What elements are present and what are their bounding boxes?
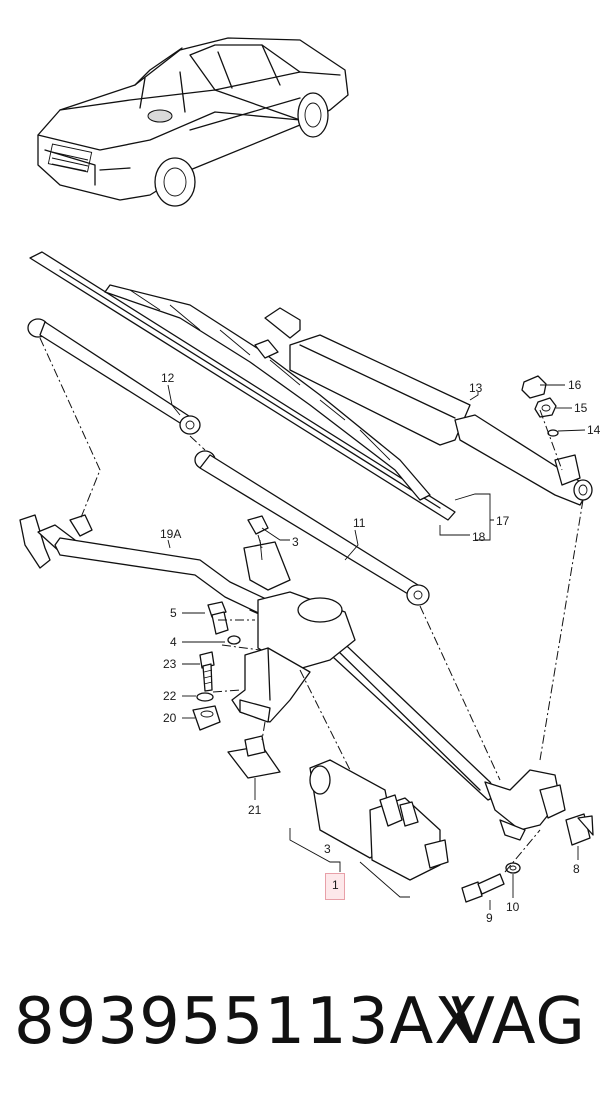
nut-15 — [534, 397, 557, 418]
callout-15: 15 — [574, 401, 588, 415]
callout-21: 21 — [248, 803, 262, 817]
callout-14: 14 — [587, 423, 600, 437]
callout-19a: 19A — [160, 527, 182, 541]
washer-22 — [196, 692, 214, 702]
clip-8 — [565, 813, 594, 846]
callout-3-bottom: 3 — [324, 842, 331, 856]
nut-cap-16 — [521, 375, 547, 399]
part-number: 893955113AX — [14, 985, 480, 1059]
callout-10: 10 — [506, 900, 520, 914]
wiper-frame-19a — [19, 514, 566, 841]
wiper-blade — [29, 251, 456, 521]
callout-5: 5 — [170, 606, 177, 620]
callout-22: 22 — [163, 689, 177, 703]
damper-pad-21 — [227, 735, 281, 779]
wiper-motor-1 — [309, 759, 449, 881]
bolt-23 — [199, 651, 215, 692]
callout-11: 11 — [353, 516, 366, 530]
callout-17: 17 — [496, 514, 510, 528]
link-rod-11 — [194, 450, 430, 606]
highlight-box — [325, 873, 345, 900]
motor-bracket — [231, 591, 356, 723]
callout-20: 20 — [163, 711, 177, 725]
callout-12: 12 — [161, 371, 175, 385]
callout-3-top: 3 — [292, 535, 299, 549]
grommet-20 — [192, 705, 221, 731]
washer-4 — [227, 635, 241, 645]
wiper-arm — [264, 307, 593, 506]
callout-18: 18 — [472, 530, 486, 544]
brand-label: VAG — [451, 985, 586, 1059]
assembly-lines — [39, 337, 584, 873]
leader-lines — [167, 384, 586, 910]
callout-16: 16 — [568, 378, 582, 392]
callout-13: 13 — [469, 381, 483, 395]
callout-8: 8 — [573, 862, 580, 876]
bolt-9 — [461, 873, 505, 903]
callout-1: 1 — [332, 878, 339, 892]
washer-14 — [547, 429, 559, 437]
bolt-5 — [207, 601, 229, 635]
callout-9: 9 — [486, 911, 493, 925]
ball-pin-3 — [243, 515, 291, 591]
car-illustration — [37, 37, 349, 207]
link-rod-12 — [27, 318, 201, 435]
callout-4: 4 — [170, 635, 177, 649]
callout-23: 23 — [163, 657, 177, 671]
